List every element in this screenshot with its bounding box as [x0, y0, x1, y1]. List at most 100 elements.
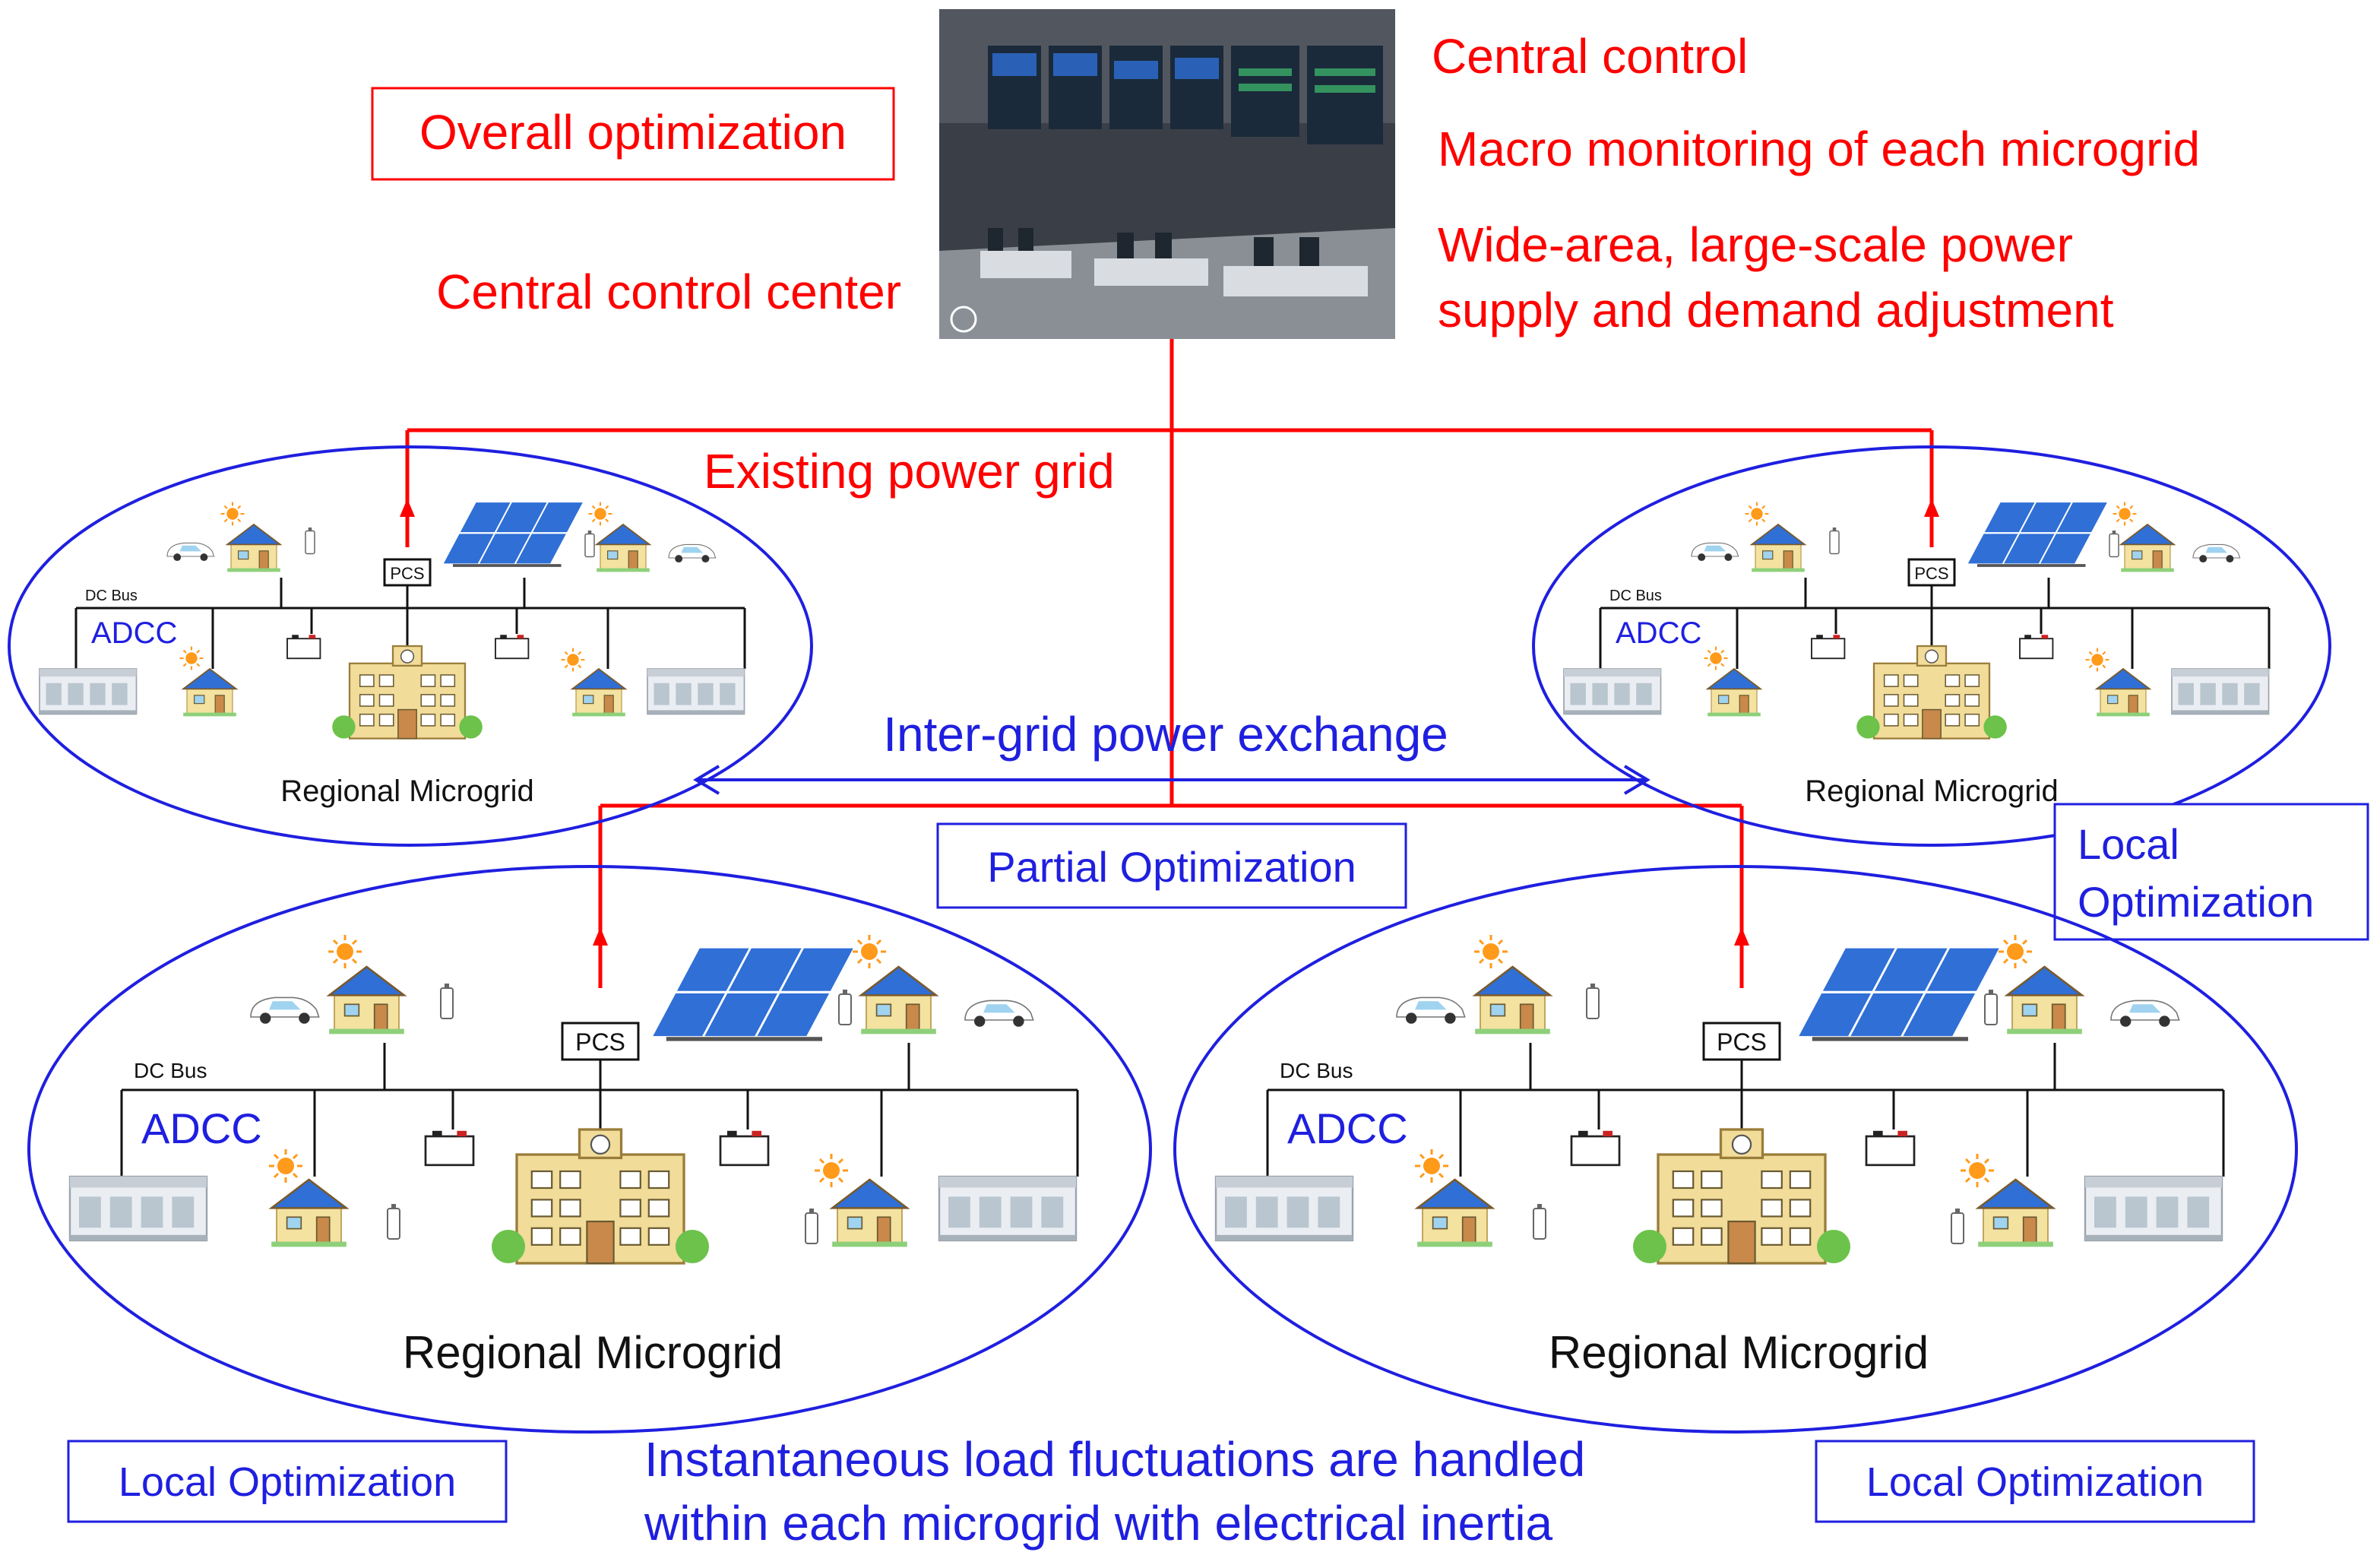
- battery-icon: [1570, 1129, 1621, 1167]
- ev-car-icon: [668, 543, 717, 563]
- microgrid-top-left: DC Bus ADCC PCS Regional Microgrid: [8, 445, 813, 847]
- central-control-center-label: Central control center: [436, 265, 901, 319]
- station-building-icon: [647, 668, 745, 715]
- solar-panel-icon: [1965, 500, 2110, 567]
- solar-panel-icon: [651, 947, 855, 1039]
- local-optimization-box-top-right: [2053, 803, 2369, 941]
- local-optimization-label: Local Optimization: [1866, 1459, 2204, 1505]
- footer-line1: Instantaneous load fluctuations are hand…: [644, 1432, 1585, 1487]
- sun-icon: [1473, 933, 1509, 970]
- macro-monitoring-label: Macro monitoring of each microgrid: [1438, 122, 2200, 176]
- dc-bus-label: DC Bus: [1280, 1059, 1353, 1082]
- dc-bus-label: DC Bus: [1609, 588, 1662, 604]
- pcs-label: PCS: [1717, 1028, 1767, 1056]
- solar-house-icon: [182, 668, 237, 718]
- battery-icon: [424, 1129, 475, 1167]
- pcs-box: [561, 1022, 640, 1061]
- microgrid-top-right: DC Bus ADCC PCS Regional Microgrid: [1532, 445, 2331, 847]
- solar-house-icon: [226, 524, 281, 573]
- regional-microgrid-label: Regional Microgrid: [280, 775, 533, 808]
- battery-cell-icon: [2109, 530, 2119, 558]
- solar-panel-icon: [441, 500, 586, 567]
- adcc-label: ADCC: [1287, 1104, 1408, 1152]
- control-room-photo: [939, 9, 1395, 339]
- pcs-box: [383, 558, 432, 587]
- inter-grid-arrow: [693, 765, 1650, 795]
- regional-microgrid-label: Regional Microgrid: [1805, 775, 2058, 808]
- school-building-icon: [490, 1128, 711, 1265]
- sun-icon: [813, 1152, 850, 1189]
- adcc-label: ADCC: [141, 1104, 262, 1152]
- sun-icon: [267, 1148, 304, 1184]
- pcs-box: [1702, 1022, 1781, 1061]
- station-building-icon: [39, 668, 138, 715]
- sun-icon: [1703, 645, 1729, 671]
- partial-optimization-label: Partial Optimization: [987, 843, 1356, 891]
- battery-icon: [495, 634, 530, 660]
- battery-icon: [1811, 634, 1846, 660]
- sun-icon: [1413, 1148, 1450, 1184]
- sun-icon: [2112, 501, 2138, 527]
- pcs-label: PCS: [1914, 564, 1948, 583]
- solar-house-icon: [270, 1178, 348, 1248]
- school-building-icon: [1632, 1128, 1852, 1265]
- regional-microgrid-label: Regional Microgrid: [403, 1327, 783, 1378]
- battery-cell-icon: [1533, 1203, 1546, 1240]
- solar-house-icon: [596, 524, 650, 573]
- ev-car-icon: [166, 542, 215, 562]
- partial-optimization-box: [936, 822, 1407, 909]
- ev-car-icon: [2110, 1000, 2180, 1028]
- wide-area-line1: Wide-area, large-scale power: [1438, 217, 2073, 272]
- station-building-icon: [2171, 668, 2270, 715]
- sun-icon: [179, 645, 204, 671]
- ev-car-icon: [250, 996, 320, 1025]
- station-building-icon: [1214, 1175, 1354, 1242]
- pcs-label: PCS: [575, 1028, 625, 1056]
- station-building-icon: [938, 1175, 1078, 1242]
- solar-house-icon: [859, 965, 938, 1035]
- battery-cell-icon: [838, 989, 852, 1025]
- solar-house-icon: [831, 1178, 909, 1248]
- overall-optimization-label: Overall optimization: [419, 105, 847, 160]
- school-building-icon: [331, 645, 483, 740]
- sun-icon: [1997, 933, 2033, 970]
- local-optimization-box-bottom-left: [67, 1440, 508, 1523]
- inter-grid-exchange-label: Inter-grid power exchange: [883, 707, 1448, 762]
- station-building-icon: [2084, 1175, 2223, 1242]
- solar-house-icon: [1416, 1178, 1494, 1248]
- sun-icon: [220, 501, 245, 527]
- grid-arrowheads: [400, 499, 1939, 946]
- central-control-label: Central control: [1432, 29, 1748, 84]
- ev-car-icon: [1396, 996, 1466, 1025]
- solar-house-icon: [1707, 668, 1761, 718]
- battery-icon: [1865, 1129, 1916, 1167]
- battery-cell-icon: [1586, 983, 1600, 1019]
- ev-car-icon: [964, 1000, 1034, 1028]
- solar-house-icon: [2096, 668, 2151, 718]
- existing-power-grid-lines: [405, 339, 1934, 988]
- battery-cell-icon: [1984, 989, 1998, 1025]
- station-building-icon: [1563, 668, 1662, 715]
- solar-house-icon: [2120, 524, 2175, 573]
- microgrid-boundary: [27, 865, 1152, 1434]
- school-building-icon: [1856, 645, 2008, 740]
- battery-cell-icon: [1951, 1208, 1964, 1244]
- station-building-icon: [68, 1175, 208, 1242]
- sun-icon: [587, 501, 613, 527]
- microgrid-bottom-left: DC Bus ADCC PCS Regional Microgrid: [27, 865, 1152, 1434]
- battery-cell-icon: [805, 1208, 818, 1244]
- adcc-label: ADCC: [91, 616, 177, 650]
- local-optimization-label: Local Optimization: [119, 1459, 456, 1505]
- battery-cell-icon: [305, 527, 315, 555]
- battery-cell-icon: [440, 983, 454, 1019]
- battery-icon: [2019, 634, 2054, 660]
- solar-house-icon: [1473, 965, 1552, 1035]
- microgrid-bottom-right: DC Bus ADCC PCS Regional Microgrid: [1173, 865, 2298, 1434]
- microgrid-boundary: [1173, 865, 2298, 1434]
- solar-house-icon: [571, 668, 626, 718]
- dc-bus-label: DC Bus: [85, 588, 138, 604]
- sun-icon: [1959, 1152, 1995, 1189]
- ev-car-icon: [2192, 543, 2241, 563]
- battery-icon: [719, 1129, 770, 1167]
